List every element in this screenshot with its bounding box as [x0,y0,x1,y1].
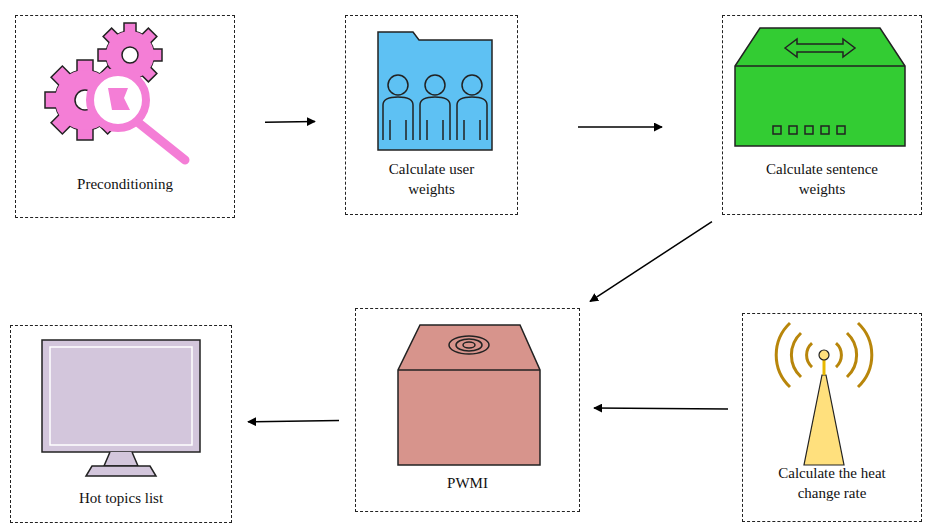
users-icon [378,32,492,150]
process-box: Preconditioning [15,15,235,218]
node-label: Preconditioning [77,174,173,194]
flow-arrow [265,121,315,123]
antenna-icon [776,323,872,465]
flow-arrow [578,126,662,128]
device-box-icon [398,325,540,465]
node-label: Calculate user weights [372,159,492,199]
process-box: Calculate the heat change rate [742,313,922,522]
process-box: Hot topics list [10,325,232,523]
process-box: Calculate user weights [345,15,518,215]
flow-arrow [590,222,712,302]
node-label: PWMI [447,473,488,493]
node-label: Hot topics list [79,488,163,508]
switch-box-icon [735,28,905,146]
monitor-icon [42,340,200,476]
node-label: Calculate sentence weights [747,159,897,199]
gears-icon [45,23,185,160]
process-box: Calculate sentence weights [722,15,922,215]
node-label: Calculate the heat change rate [757,463,907,503]
flow-arrow [248,420,339,421]
process-box: PWMI [355,308,580,512]
flow-arrow [594,407,728,409]
